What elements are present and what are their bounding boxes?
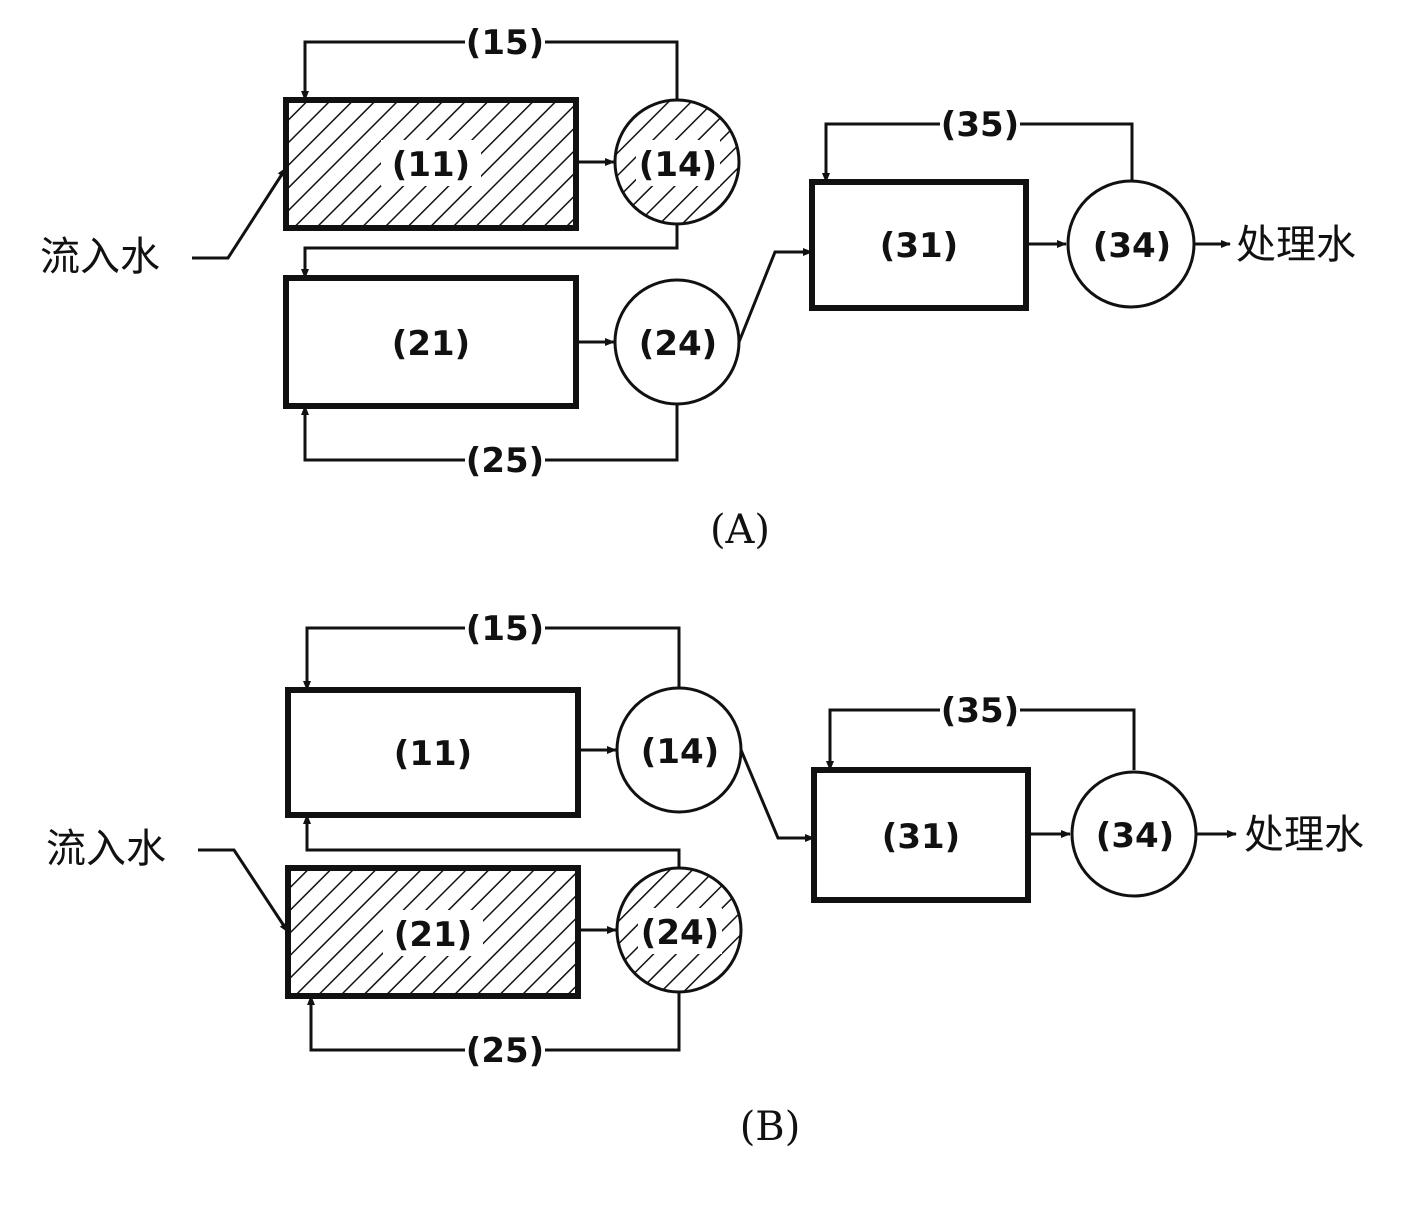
outflow-label: 处理水: [1244, 812, 1364, 858]
tank-21: [285, 865, 581, 999]
clarifier-label-34: (34): [1093, 226, 1171, 266]
return-label-35: (35): [941, 691, 1019, 731]
inflow-label: 流入水: [46, 826, 166, 872]
panel-caption-b: (B): [740, 1104, 801, 1150]
tank-label-31: (31): [882, 817, 960, 857]
tank-label-21: (21): [394, 915, 472, 955]
clarifier-label-24: (24): [641, 913, 719, 953]
outflow-label: 处理水: [1236, 222, 1356, 268]
transfer-line-14-21: [301, 224, 679, 279]
return-label-25: (25): [466, 441, 544, 481]
transfer-line-24-11: [303, 814, 681, 868]
panel-b: (15) (11) (14) 流入水 (21) (24) (25): [46, 608, 1364, 1150]
clarifier-label-24: (24): [639, 324, 717, 364]
clarifier-label-34: (34): [1096, 816, 1174, 856]
panel-a: (15) (11) (14) 流入水 (21) (24) (25): [40, 22, 1356, 553]
tank-label-11: (11): [392, 145, 470, 185]
panel-caption-a: (A): [710, 507, 770, 553]
tank-31: [811, 767, 1031, 903]
clarifier-label-14: (14): [641, 732, 719, 772]
clarifier-label-14: (14): [639, 145, 717, 185]
inflow-label: 流入水: [40, 234, 160, 280]
transfer-line-14-31: [739, 749, 815, 842]
tank-label-21: (21): [392, 324, 470, 364]
transfer-line-24-31: [737, 248, 813, 343]
return-label-15: (15): [466, 23, 544, 63]
tank-label-31: (31): [880, 226, 958, 266]
return-label-35: (35): [941, 105, 1019, 145]
inflow-arrow: [192, 167, 288, 260]
inflow-arrow: [198, 848, 290, 933]
return-label-15: (15): [466, 609, 544, 649]
tank-11: [285, 687, 581, 818]
tank-label-11: (11): [394, 734, 472, 774]
tank-31: [809, 179, 1029, 311]
return-label-25: (25): [466, 1031, 544, 1071]
